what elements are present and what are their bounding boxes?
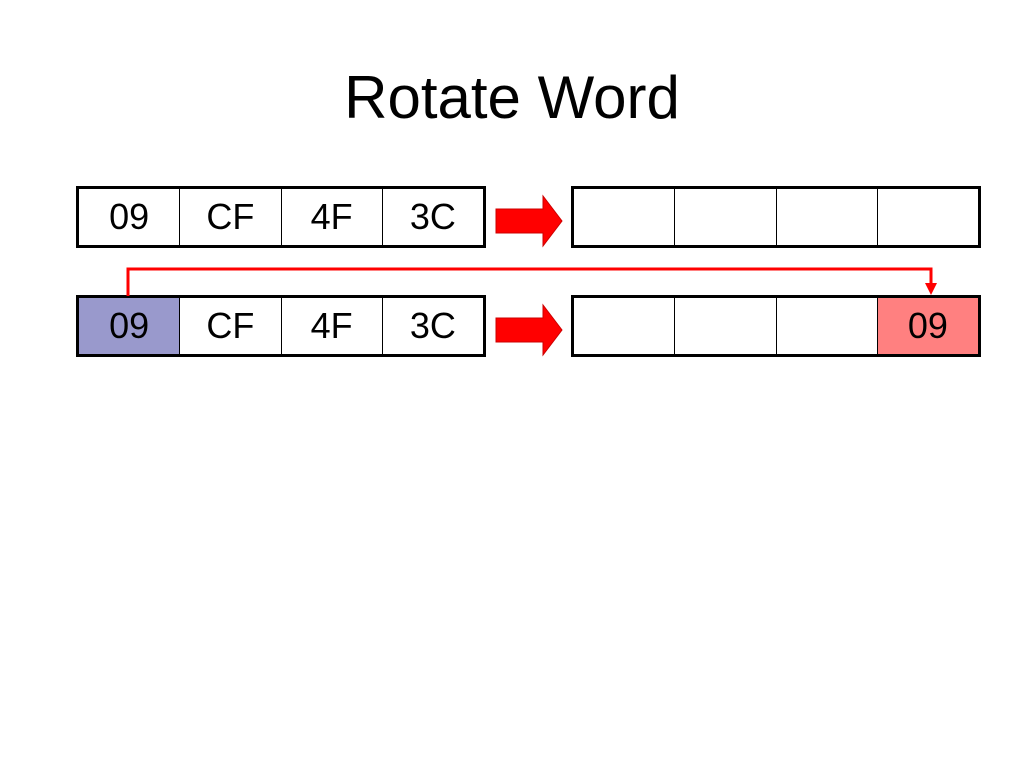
right-block-arrow-icon [495,303,563,357]
rotation-connector-line [126,267,933,296]
row1-input-byte-4: 3C [382,189,483,245]
row2-input-byte-2: CF [180,298,282,354]
row2-input-byte-3: 4F [281,298,383,354]
row1-input-byte-1: 09 [79,189,181,245]
row1-output-byte-3 [776,189,878,245]
row1-input-byte-3: 4F [281,189,383,245]
row2-input-byte-4: 3C [382,298,483,354]
row1-output-byte-1 [574,189,676,245]
row2-input-word: 09 CF 4F 3C [76,295,486,357]
row2-output-byte-2 [675,298,777,354]
right-block-arrow-icon [495,194,563,248]
row1-input-byte-2: CF [180,189,282,245]
row1-output-byte-2 [675,189,777,245]
slide-title: Rotate Word [344,64,680,131]
row2-output-byte-1 [574,298,676,354]
row2-input-byte-1: 09 [79,298,181,354]
rotation-connector-arrowhead-icon [925,283,937,295]
row2-output-word: 09 [571,295,981,357]
row1-input-word: 09 CF 4F 3C [76,186,486,248]
row2-output-byte-3 [776,298,878,354]
row2-output-byte-4: 09 [877,298,978,354]
row1-output-byte-4 [877,189,978,245]
row1-output-word [571,186,981,248]
